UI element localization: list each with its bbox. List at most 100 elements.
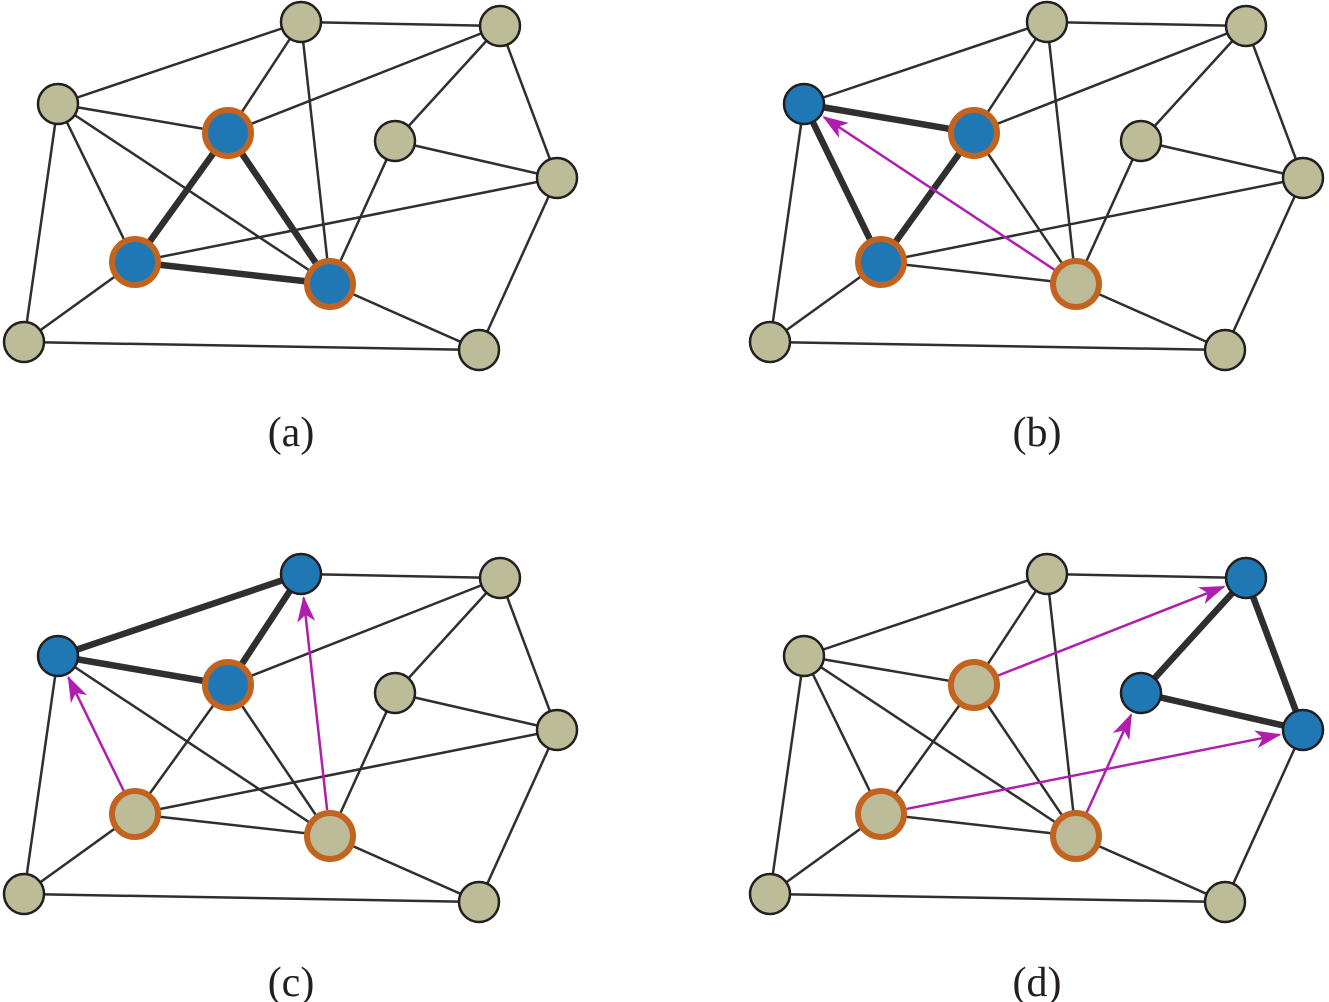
edge (393, 576, 502, 695)
edge (972, 683, 1078, 838)
edge (393, 691, 559, 732)
active-node-highlighted (202, 659, 254, 711)
influence-arrow (297, 595, 329, 811)
edge-bold (1137, 689, 1307, 734)
edge (768, 654, 806, 896)
edge (328, 834, 481, 904)
edge (1074, 834, 1227, 904)
edge-bold (131, 258, 334, 288)
node (535, 156, 579, 200)
node (36, 82, 80, 126)
node-layer (748, 552, 1325, 924)
active-node-highlighted (109, 236, 161, 288)
node (748, 320, 792, 364)
node (457, 328, 501, 372)
edge (802, 20, 1049, 106)
active-node-highlighted (948, 107, 1000, 159)
node (2, 872, 46, 916)
edge-bold (1242, 574, 1307, 734)
node (1224, 4, 1268, 48)
node-highlighted (109, 788, 161, 840)
edge (879, 683, 976, 816)
edge-bold (800, 100, 885, 266)
node-layer (2, 552, 579, 924)
panel-label-c: (c) (268, 960, 315, 1002)
edge (879, 260, 1078, 286)
edge (226, 24, 502, 135)
node (1119, 119, 1163, 163)
edge (498, 576, 559, 732)
edge-bold (800, 100, 978, 137)
edge (1223, 176, 1305, 352)
edge (1045, 20, 1248, 28)
influence-arrow (997, 585, 1226, 677)
edge (328, 691, 397, 838)
edge (393, 24, 502, 143)
edge-layer (768, 572, 1307, 904)
arrow-layer (67, 595, 329, 811)
edge (1244, 24, 1305, 180)
edge (1074, 139, 1143, 286)
panel-label-a: (a) (268, 410, 315, 456)
edge-bold (877, 129, 978, 266)
edge-bold (224, 129, 334, 288)
node-highlighted (1050, 258, 1102, 310)
edge-bold (54, 652, 232, 689)
edge (328, 139, 397, 286)
node (535, 708, 579, 752)
active-node (1224, 556, 1268, 600)
edge (328, 282, 481, 352)
edge (133, 683, 230, 816)
node (478, 4, 522, 48)
edge-bold (1137, 574, 1250, 697)
influence-arrow (822, 116, 1056, 271)
edge (1139, 139, 1305, 180)
edge (133, 176, 559, 264)
panel-a: (a) (2, 0, 579, 456)
edge (22, 102, 60, 344)
influence-arrow (1085, 713, 1133, 813)
edge (768, 102, 806, 344)
edge (802, 572, 1049, 658)
node-layer (2, 0, 579, 372)
edge (226, 576, 502, 687)
edge (768, 340, 1227, 352)
panel-label-d: (d) (1013, 960, 1062, 1002)
edge (768, 892, 1227, 904)
edge (802, 654, 883, 816)
influence-arrow (906, 730, 1282, 811)
influence-arrow (67, 675, 125, 792)
edge (299, 20, 502, 28)
edge (1223, 728, 1305, 904)
node (478, 556, 522, 600)
edge (56, 102, 137, 264)
node (457, 880, 501, 924)
node (373, 119, 417, 163)
edge (299, 572, 502, 580)
edge (802, 654, 976, 687)
node (1025, 0, 1069, 44)
active-node (1119, 671, 1163, 715)
arrow-layer (822, 116, 1056, 271)
node (279, 0, 323, 44)
edge (22, 892, 481, 904)
edge (56, 102, 332, 286)
arrow-layer (906, 585, 1282, 813)
active-node-highlighted (855, 236, 907, 288)
edge (56, 20, 303, 106)
active-node-highlighted (304, 258, 356, 310)
node (748, 872, 792, 916)
node-highlighted (1050, 810, 1102, 862)
active-node (782, 82, 826, 126)
edge (393, 139, 559, 180)
active-node (279, 552, 323, 596)
edge-layer (22, 570, 559, 904)
edge (133, 728, 559, 816)
edge-layer (22, 20, 559, 352)
node-layer (748, 0, 1325, 372)
active-node-highlighted (202, 107, 254, 159)
edge-layer (768, 20, 1305, 352)
node (2, 320, 46, 364)
edge (1139, 24, 1248, 143)
